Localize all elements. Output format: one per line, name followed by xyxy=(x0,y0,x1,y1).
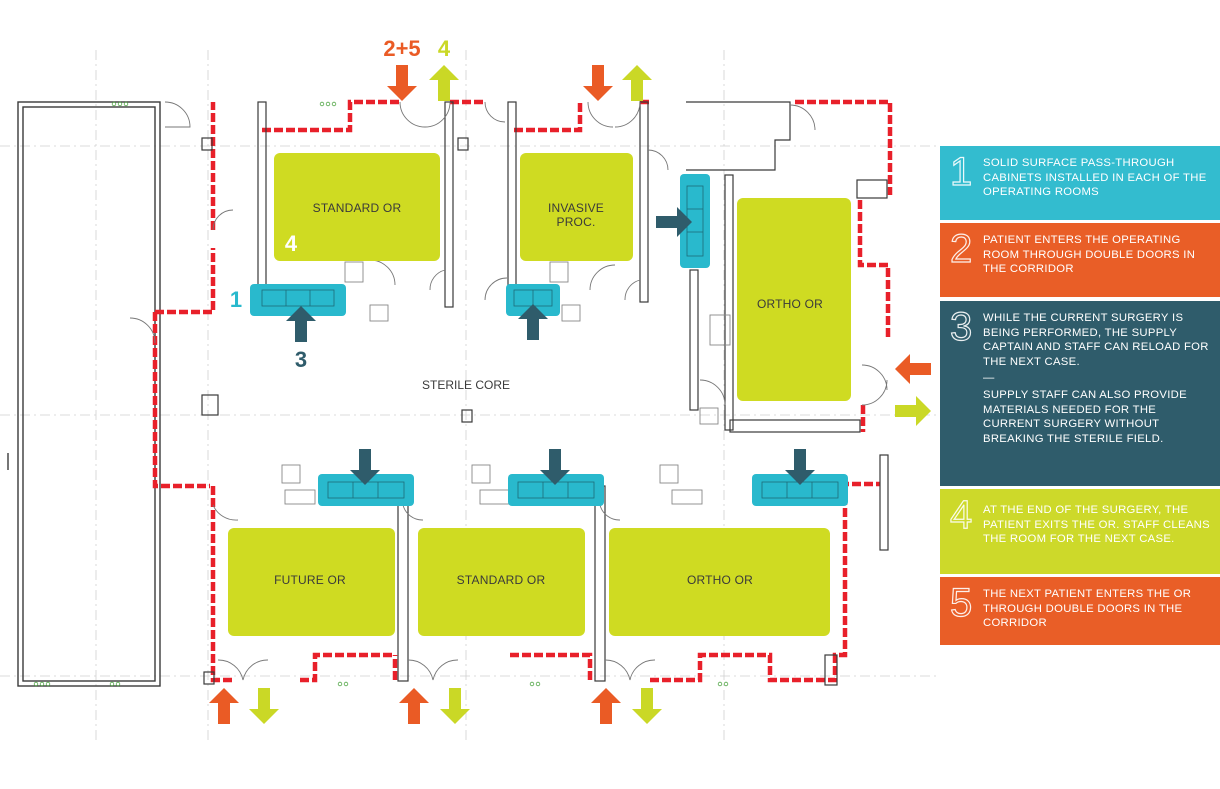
legend-item-4: 4 AT THE END OF THE SURGERY, THE PATIENT… xyxy=(940,489,1220,574)
label-future-or: FUTURE OR xyxy=(274,573,346,587)
legend-text-5: THE NEXT PATIENT ENTERS THE OR THROUGH D… xyxy=(983,588,1192,630)
legend-number-3: 3 xyxy=(949,305,973,349)
label-ortho-or-bottom: ORTHO OR xyxy=(687,573,753,587)
room-ortho-or-right xyxy=(737,198,851,401)
pass-through-cabinets xyxy=(250,174,848,506)
legend-text-1: SOLID SURFACE PASS-THROUGH CABINETS INST… xyxy=(983,157,1207,199)
callout-2-plus-5: 2+5 xyxy=(383,36,420,61)
legend-number-4: 4 xyxy=(949,493,973,537)
label-invasive-line1: INVASIVE xyxy=(548,201,604,215)
legend-number-5: 5 xyxy=(949,581,973,625)
arrow-patient-in-bottom-2 xyxy=(399,688,429,724)
room-standard-or-top xyxy=(274,153,440,261)
arrow-patient-in-top-2 xyxy=(583,65,613,101)
callout-numbers: 2+5 4 4 1 3 xyxy=(230,36,451,372)
room-labels: STANDARD OR INVASIVE PROC. ORTHO OR FUTU… xyxy=(274,201,823,587)
arrow-patient-out-bottom-1 xyxy=(249,688,279,724)
legend-text-4: AT THE END OF THE SURGERY, THE PATIENT E… xyxy=(983,504,1210,546)
label-standard-or-top: STANDARD OR xyxy=(313,201,402,215)
label-sterile-core: STERILE CORE xyxy=(422,378,510,392)
arrow-patient-out-right xyxy=(895,396,931,426)
operating-rooms xyxy=(228,153,851,636)
floor-plan: STANDARD OR INVASIVE PROC. ORTHO OR FUTU… xyxy=(0,36,940,740)
arrow-patient-out-top-1 xyxy=(429,65,459,101)
legend-text-3: WHILE THE CURRENT SURGERY IS BEING PERFO… xyxy=(983,312,1209,445)
arrow-patient-in-right xyxy=(895,354,931,384)
cabinet-top-left xyxy=(250,284,346,316)
room-standard-or-bottom xyxy=(418,528,585,636)
arrow-patient-out-top-2 xyxy=(622,65,652,101)
room-future-or xyxy=(228,528,395,636)
arrow-patient-in-bottom-3 xyxy=(591,688,621,724)
dark-walls xyxy=(201,101,889,686)
legend-item-5: 5 THE NEXT PATIENT ENTERS THE OR THROUGH… xyxy=(940,577,1220,645)
arrow-patient-in-bottom-1 xyxy=(209,688,239,724)
legend-text-2: PATIENT ENTERS THE OPERATING ROOM THROUG… xyxy=(983,234,1196,276)
legend-number-1: 1 xyxy=(949,150,973,194)
callout-4-room: 4 xyxy=(285,231,298,256)
legend-item-2: 2 PATIENT ENTERS THE OPERATING ROOM THRO… xyxy=(940,223,1220,297)
room-invasive-proc xyxy=(520,153,633,261)
label-invasive-line2: PROC. xyxy=(556,215,595,229)
arrow-patient-out-bottom-3 xyxy=(632,688,662,724)
callout-3-supply: 3 xyxy=(295,347,307,372)
label-ortho-or-right: ORTHO OR xyxy=(757,297,823,311)
legend-item-1: 1 SOLID SURFACE PASS-THROUGH CABINETS IN… xyxy=(940,146,1220,220)
outlet-marks xyxy=(33,101,729,687)
callout-4-top: 4 xyxy=(438,36,451,61)
callout-1-cabinet: 1 xyxy=(230,287,242,312)
cabinet-bottom-right xyxy=(752,474,848,506)
legend-number-2: 2 xyxy=(949,227,973,271)
left-shell-wall xyxy=(7,101,161,687)
label-standard-or-bottom: STANDARD OR xyxy=(457,573,546,587)
room-ortho-or-bottom xyxy=(609,528,830,636)
arrow-patient-out-bottom-2 xyxy=(440,688,470,724)
legend-item-3: 3 WHILE THE CURRENT SURGERY IS BEING PER… xyxy=(940,301,1220,486)
arrow-patient-in-top-1 xyxy=(387,65,417,101)
